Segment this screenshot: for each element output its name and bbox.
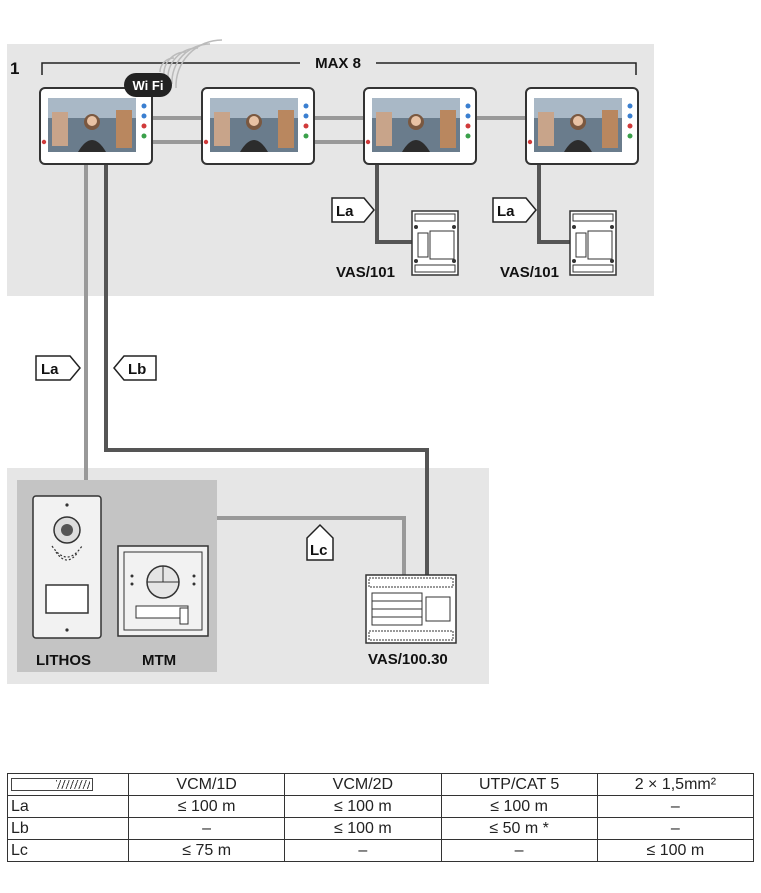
vas101-b-label: VAS/101 xyxy=(500,264,559,281)
table-cell: ≤ 100 m xyxy=(284,817,442,840)
tag-lc: Lc xyxy=(306,523,334,561)
monitor-3 xyxy=(363,87,477,165)
wifi-waves-icon xyxy=(159,39,223,89)
tag-la-mid: La xyxy=(35,355,81,381)
monitor-2 xyxy=(201,87,315,165)
wifi-badge-icon: Wi Fi xyxy=(124,73,172,97)
svg-text:La: La xyxy=(41,361,59,378)
figure-number: 1 xyxy=(10,59,19,78)
svg-text:La: La xyxy=(497,203,515,220)
table-cell: – xyxy=(127,817,286,840)
tag-la-top-1: La xyxy=(331,197,375,223)
svg-text:Lc: Lc xyxy=(310,542,328,559)
monitors-panel xyxy=(7,44,654,296)
cable-type-header xyxy=(7,773,129,796)
lithos-door-station xyxy=(32,495,102,639)
table-cell: ≤ 100 m xyxy=(127,795,286,818)
row-label: La xyxy=(7,795,129,818)
table-cell: ≤ 75 m xyxy=(127,839,286,862)
table-cell: – xyxy=(440,839,598,862)
table-cell: ≤ 100 m xyxy=(596,839,755,862)
table-row: La ≤ 100 m ≤ 100 m ≤ 100 m – xyxy=(7,795,755,818)
vas100-unit xyxy=(365,574,457,644)
monitor-4 xyxy=(525,87,639,165)
table-cell: ≤ 100 m xyxy=(440,795,598,818)
vas101-a-label: VAS/101 xyxy=(336,264,395,281)
row-label: Lb xyxy=(7,817,129,840)
cable-la-vas101-b xyxy=(537,164,571,244)
table-cell: ≤ 50 m * xyxy=(440,817,598,840)
tag-la-top-2: La xyxy=(492,197,537,223)
table-cell: – xyxy=(596,795,755,818)
lithos-label: LITHOS xyxy=(36,652,91,669)
max-bracket xyxy=(41,62,637,75)
table-cell: – xyxy=(284,839,442,862)
table-cell: – xyxy=(596,817,755,840)
row-label: Lc xyxy=(7,839,129,862)
svg-text:Wi Fi: Wi Fi xyxy=(133,78,164,93)
cable-lb-to-vas100 xyxy=(104,164,429,578)
header-vcm1d: VCM/1D xyxy=(127,773,286,796)
installation-diagram: 1 MAX 8 Wi Fi VAS/101 VAS/101 xyxy=(7,39,654,684)
cable-lc xyxy=(217,516,406,578)
header-vcm2d: VCM/2D xyxy=(284,773,442,796)
header-wire: 2 × 1,5mm² xyxy=(596,773,755,796)
svg-text:La: La xyxy=(336,203,354,220)
svg-text:Lb: Lb xyxy=(128,361,146,378)
cable-la-vas101-a xyxy=(375,164,415,244)
vas101-a-unit xyxy=(411,210,459,276)
table-row: Lb – ≤ 100 m ≤ 50 m * – xyxy=(7,817,755,840)
mtm-label: MTM xyxy=(142,652,176,669)
cable-icon xyxy=(11,777,93,791)
table-cell: ≤ 100 m xyxy=(284,795,442,818)
monitor-1 xyxy=(39,87,153,165)
table-row: Lc ≤ 75 m – – ≤ 100 m xyxy=(7,839,755,862)
mtm-door-station xyxy=(117,545,209,637)
header-utp: UTP/CAT 5 xyxy=(440,773,598,796)
vas101-b-unit xyxy=(569,210,617,276)
max-label: MAX 8 xyxy=(315,55,361,72)
bus-cables-top xyxy=(150,116,526,144)
vas100-label: VAS/100.30 xyxy=(368,651,448,668)
tag-lb-mid: Lb xyxy=(113,355,157,381)
table-header-row: VCM/1D VCM/2D UTP/CAT 5 2 × 1,5mm² xyxy=(7,773,755,796)
cable-length-table: VCM/1D VCM/2D UTP/CAT 5 2 × 1,5mm² La ≤ … xyxy=(7,773,755,862)
